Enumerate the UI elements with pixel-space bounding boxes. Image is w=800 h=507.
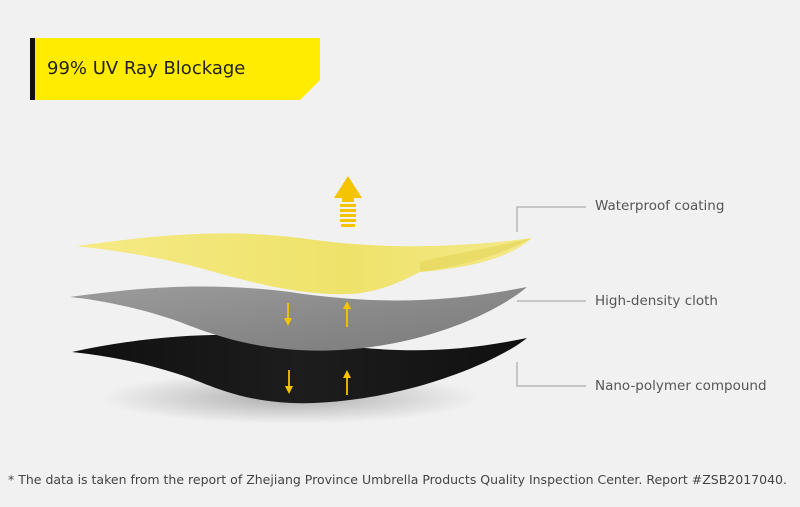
title-banner: 99% UV Ray Blockage — [30, 38, 320, 100]
arrow-up-icon — [343, 370, 351, 395]
banner-shape — [30, 38, 320, 100]
footnote: * The data is taken from the report of Z… — [8, 472, 787, 487]
label-waterproof-coating: Waterproof coating — [595, 198, 725, 214]
label-high-density-cloth: High-density cloth — [595, 293, 718, 309]
arrow-down-icon — [285, 370, 293, 394]
arrow-down-icon — [284, 303, 292, 326]
arrow-up-icon — [334, 176, 362, 227]
page-title: 99% UV Ray Blockage — [47, 58, 246, 79]
layer-nano-polymer — [72, 334, 527, 404]
layer-high-density-cloth — [70, 286, 527, 351]
leader-line-waterproof — [516, 206, 586, 232]
leader-line-nano — [516, 362, 586, 387]
label-nano-polymer-compound: Nano-polymer compound — [595, 378, 767, 394]
arrow-up-icon — [343, 301, 351, 327]
layer-waterproof-coating — [76, 233, 532, 295]
